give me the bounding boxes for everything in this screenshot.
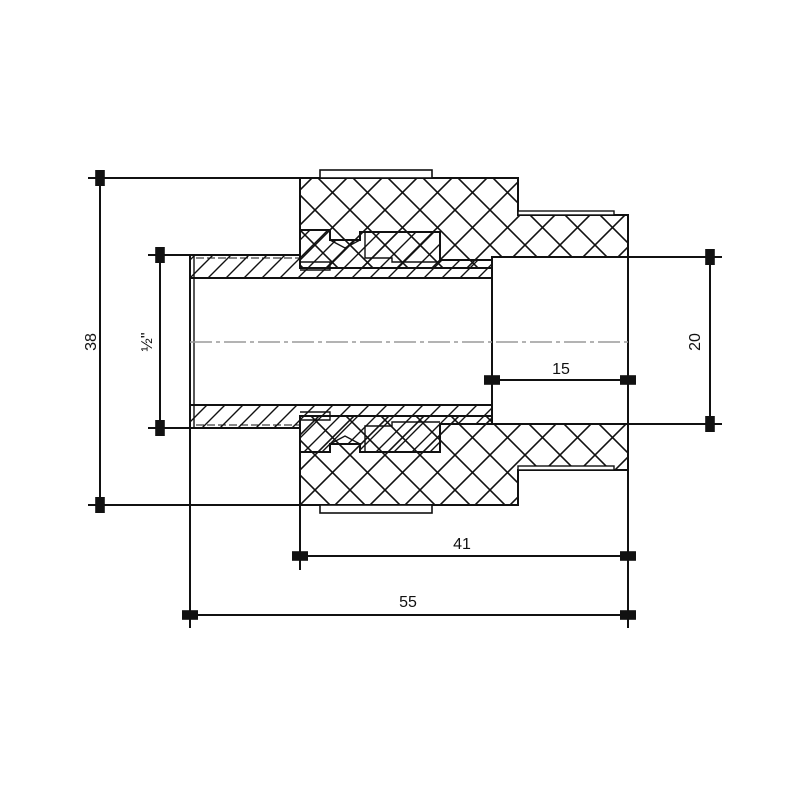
dim-thread-size: ½" — [139, 247, 165, 436]
dim-label-41: 41 — [453, 536, 471, 553]
dim-label-55: 55 — [399, 594, 417, 611]
socket-bore — [491, 256, 629, 425]
top-band — [319, 169, 433, 179]
dim-label-20: 20 — [687, 333, 704, 351]
dim-total-length: 55 — [182, 594, 636, 620]
dim-label-half-inch: ½" — [139, 332, 156, 351]
dim-label-15: 15 — [552, 361, 570, 378]
bottom-band — [319, 504, 433, 514]
dim-outer-diameter: 38 — [83, 170, 105, 513]
dim-socket-depth: 15 — [484, 361, 636, 385]
dim-label-38: 38 — [83, 333, 100, 351]
dim-body-length: 41 — [292, 536, 636, 561]
dim-socket-diameter: 20 — [687, 249, 715, 432]
